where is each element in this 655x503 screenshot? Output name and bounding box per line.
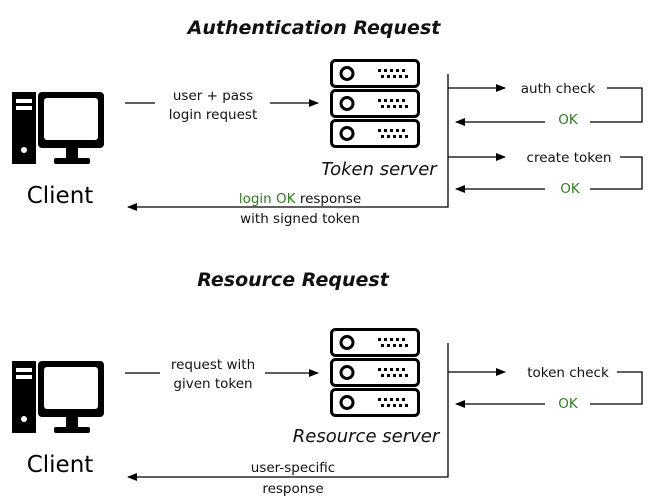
token-server-icon — [330, 59, 420, 148]
resource-response-line1: user-specific — [251, 460, 335, 476]
auth-response-line1: login OK response — [239, 191, 361, 207]
create-token-return-line — [590, 156, 643, 190]
resource-server-icon — [330, 328, 420, 417]
resource-response-line2: response — [262, 481, 323, 497]
auth-request-line2: login request — [169, 107, 258, 123]
auth-response-ok-word: OK — [276, 191, 297, 207]
auth-client-icon — [12, 92, 104, 164]
resource-client-icon — [12, 361, 104, 433]
auth-section-title: Authentication Request — [186, 17, 442, 39]
auth-response-login-word: login — [239, 191, 272, 207]
token-server-bracket-line — [230, 74, 449, 208]
auth-response-line2: with signed token — [240, 211, 360, 227]
auth-check-return-line — [590, 87, 643, 123]
token-server-label: Token server — [321, 159, 438, 180]
resource-request-line1: request with — [171, 357, 255, 373]
resource-server-label: Resource server — [293, 426, 441, 447]
token-check-return-line — [590, 371, 643, 405]
resource-request-line2: given token — [173, 376, 252, 392]
auth-check-label: auth check — [521, 81, 596, 97]
resource-client-label: Client — [27, 452, 94, 478]
token-check-label: token check — [527, 365, 609, 381]
auth-response-rest: response — [300, 191, 361, 207]
resource-section-title: Resource Request — [197, 269, 389, 291]
auth-ok1-label: OK — [558, 112, 579, 128]
auth-ok2-label: OK — [560, 181, 581, 197]
auth-client-label: Client — [27, 183, 94, 209]
auth-request-label-bg — [155, 85, 270, 125]
resource-request-label-bg — [160, 354, 265, 394]
create-token-label: create token — [527, 150, 612, 166]
resource-server-bracket-line — [275, 343, 449, 478]
resource-ok-label: OK — [558, 396, 579, 412]
auth-request-line1: user + pass — [173, 88, 253, 104]
